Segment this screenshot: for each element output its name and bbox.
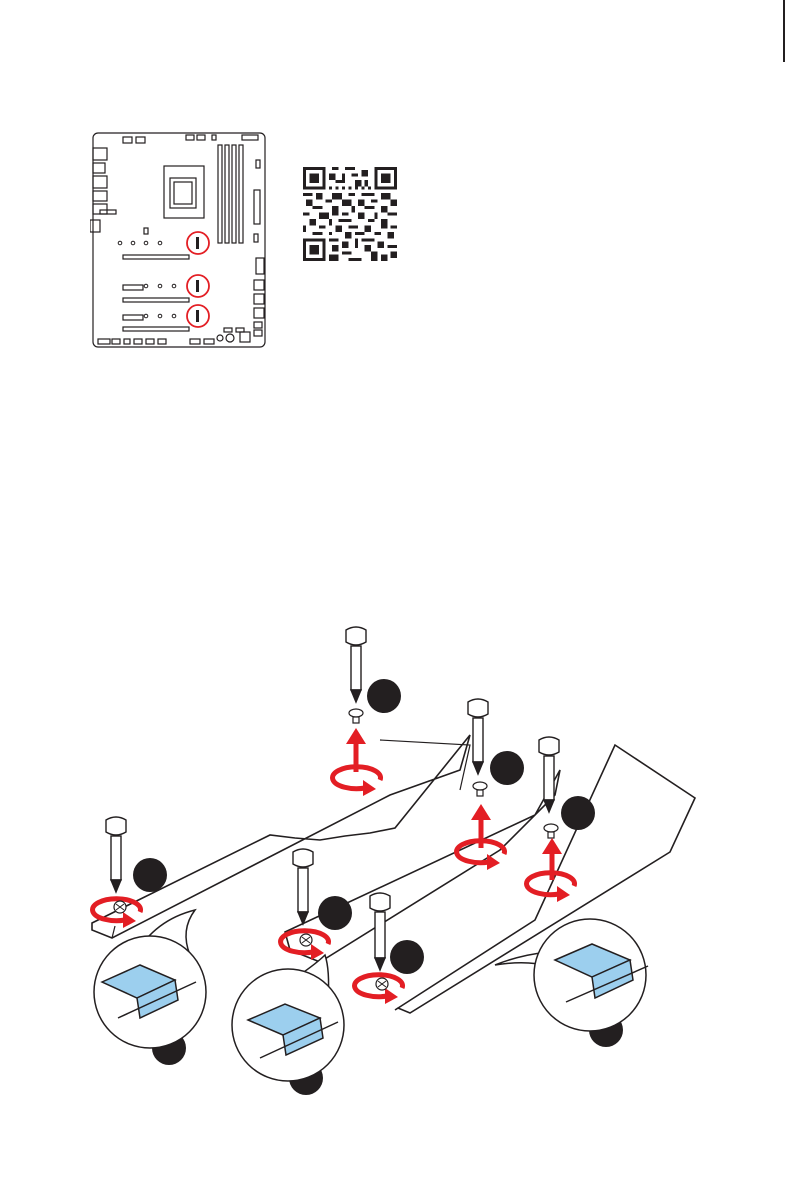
top-connector	[136, 137, 145, 143]
dimm-slot	[225, 145, 229, 243]
small-slot	[123, 285, 143, 290]
qr-code-graphic	[303, 167, 397, 261]
side-connector	[254, 280, 264, 290]
dimm-slot	[232, 145, 236, 243]
power-connector	[254, 190, 260, 224]
dimm-slot	[218, 145, 222, 243]
qr-code[interactable]	[303, 167, 397, 261]
side-connector	[254, 308, 264, 318]
bottom-connector	[204, 339, 214, 344]
pcie-slot	[123, 327, 189, 331]
bottom-connector	[98, 339, 110, 344]
pcie-slot	[123, 298, 189, 302]
bottom-connector	[240, 332, 250, 342]
io-port	[90, 220, 100, 232]
small-header	[254, 322, 262, 328]
side-connector	[256, 258, 264, 274]
pcie-slot	[123, 255, 189, 259]
io-port	[93, 148, 107, 160]
bottom-connector	[158, 339, 166, 344]
top-connector	[212, 135, 216, 140]
side-header	[256, 160, 260, 168]
screwdriver-icon	[346, 627, 366, 702]
io-port	[93, 163, 105, 173]
top-connector	[242, 135, 258, 140]
screwdriver-icon	[293, 849, 313, 924]
screwdriver-icon	[468, 699, 488, 774]
shield-removal-diagram	[80, 620, 720, 1100]
small-header	[236, 328, 244, 332]
bottom-connector	[146, 339, 154, 344]
small-header	[254, 330, 262, 336]
m2-shield-removal-figure	[80, 620, 720, 1100]
top-connector	[197, 135, 205, 140]
page-edge-marker	[783, 0, 785, 62]
dimm-slot	[239, 145, 243, 243]
m2-slots	[196, 237, 199, 322]
chipset-marker	[144, 228, 148, 234]
top-connector	[123, 137, 132, 143]
standoff-holes	[118, 241, 176, 318]
motherboard-diagram	[90, 130, 270, 352]
cpu-socket-inner	[174, 182, 192, 204]
bottom-connector	[112, 339, 120, 344]
bottom-connector	[190, 339, 200, 344]
io-port	[93, 176, 107, 188]
io-header	[100, 210, 116, 214]
side-header	[254, 234, 258, 242]
small-header	[224, 328, 232, 332]
bottom-connector	[124, 339, 130, 344]
screwdriver-icon	[539, 737, 559, 812]
screwdriver-icon	[370, 893, 390, 970]
screwdriver-icon	[106, 817, 126, 892]
bottom-connector	[134, 339, 142, 344]
bottom-connector	[226, 334, 234, 342]
lift-arrow-icon	[346, 728, 562, 854]
motherboard-layout-figure	[90, 130, 270, 352]
side-connector	[254, 294, 264, 304]
shield-plate-1	[92, 735, 470, 938]
bottom-connector	[217, 335, 223, 341]
io-port	[93, 191, 107, 201]
top-connector	[186, 135, 194, 140]
small-slot	[123, 315, 143, 320]
